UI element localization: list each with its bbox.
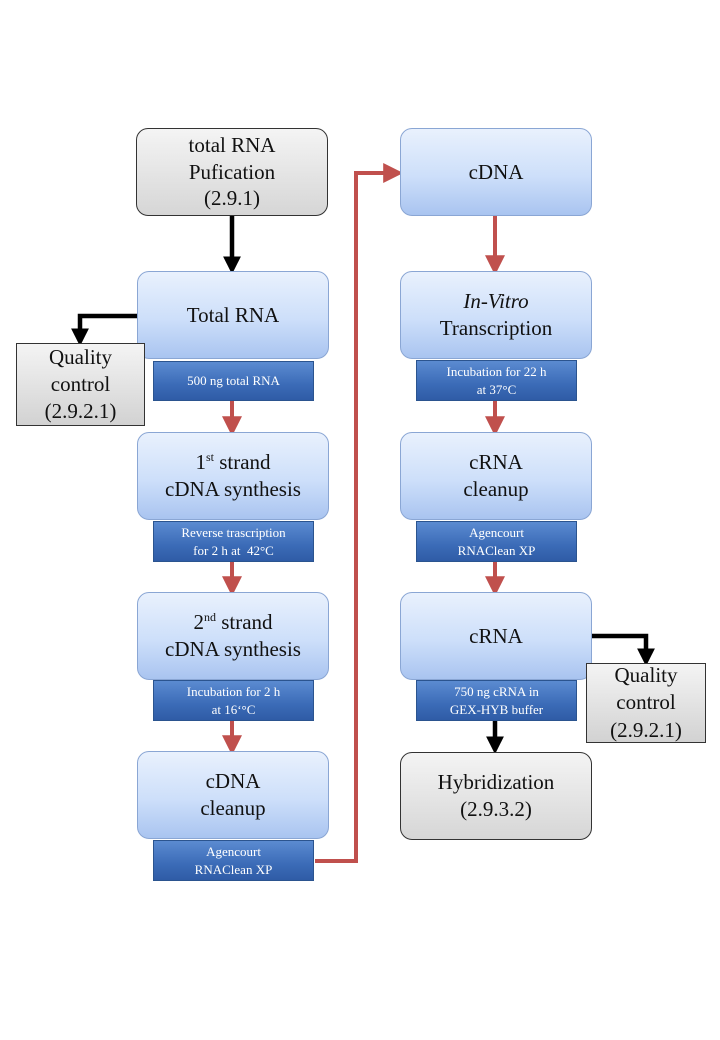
note-text: GEX-HYB buffer [449,701,544,717]
total-rna-purification-box: total RNA Pufication (2.9.1) [136,128,328,216]
quality-control-box-right: Quality control (2.9.2.1) [586,663,706,743]
note-text: Incubation for 22 h [446,363,547,379]
first-strand-box: 1st strand cDNA synthesis [137,432,329,520]
first-strand-note: Reverse trascription for 2 h at 42°C [153,521,314,562]
ordinal-number: 1 [195,450,206,475]
node-text: cDNA synthesis [165,477,301,501]
note-text: Reverse trascription [181,524,286,540]
node-text: In-Vitro [463,288,528,315]
in-vitro-note: Incubation for 22 h at 37°C [416,360,577,401]
node-text: Total RNA [186,302,280,327]
note-text: 750 ng cRNA in [454,683,539,699]
node-text: (2.9.3.2) [460,797,532,821]
note-text: Agencourt [469,524,524,540]
note-text: Incubation for 2 h [186,683,281,699]
node-text: strand [213,450,271,475]
crna-note: 750 ng cRNA in GEX-HYB buffer [416,680,577,721]
note-text: for 2 h at 42°C [193,542,274,558]
note-text: RNAClean XP [457,542,536,558]
node-text: control [616,690,676,715]
arrow-crna-to-quality-control [592,633,655,667]
node-text: Transcription [439,316,553,340]
ordinal-number: 2 [193,610,204,635]
cdna-cleanup-note: Agencourt RNAClean XP [153,840,314,881]
node-text: cDNA [205,769,261,794]
node-text: (2.9.2.1) [44,399,117,424]
note-text: RNAClean XP [194,861,273,877]
node-text: cleanup [463,477,529,501]
node-text: cRNA [469,623,523,648]
total-rna-box: Total RNA [137,271,329,359]
arrow-cdna-cleanup-to-cdna [315,163,404,863]
node-text: 1st strand [195,449,270,476]
node-text: cleanup [200,796,266,820]
node-text: 2nd strand [193,609,272,636]
in-vitro-transcription-box: In-Vitro Transcription [400,271,592,359]
note-text: at 37°C [476,381,517,397]
ordinal-suffix: st [205,450,214,465]
node-text: total RNA [188,132,276,157]
second-strand-note: Incubation for 2 h at 16‘°C [153,680,314,721]
hybridization-box: Hybridization (2.9.3.2) [400,752,592,840]
cdna-cleanup-box: cDNA cleanup [137,751,329,839]
node-text: Quality [49,344,112,369]
second-strand-box: 2nd strand cDNA synthesis [137,592,329,680]
crna-box: cRNA [400,592,592,680]
arrow-total-rna-to-quality-control [71,313,137,347]
crna-cleanup-note: Agencourt RNAClean XP [416,521,577,562]
note-text: 500 ng total RNA [187,373,280,389]
node-text: (2.9.2.1) [610,717,682,742]
note-text: at 16‘°C [211,701,256,717]
crna-cleanup-box: cRNA cleanup [400,432,592,520]
ordinal-suffix: nd [203,610,216,625]
node-text-italic: In-Vitro [463,289,529,314]
node-text: (2.9.1) [204,186,260,211]
note-text: Agencourt [206,843,261,859]
node-text: Pufication [188,159,276,184]
node-text: Quality [614,663,678,688]
quality-control-box-left: Quality control (2.9.2.1) [16,343,145,426]
node-text: cDNA synthesis [165,637,301,661]
cdna-box: cDNA [400,128,592,216]
node-text: cRNA [469,450,523,475]
node-text: strand [215,610,273,635]
total-rna-note: 500 ng total RNA [153,361,314,401]
node-text: cDNA [468,159,524,184]
node-text: control [50,371,111,396]
node-text: Hybridization [437,770,555,795]
